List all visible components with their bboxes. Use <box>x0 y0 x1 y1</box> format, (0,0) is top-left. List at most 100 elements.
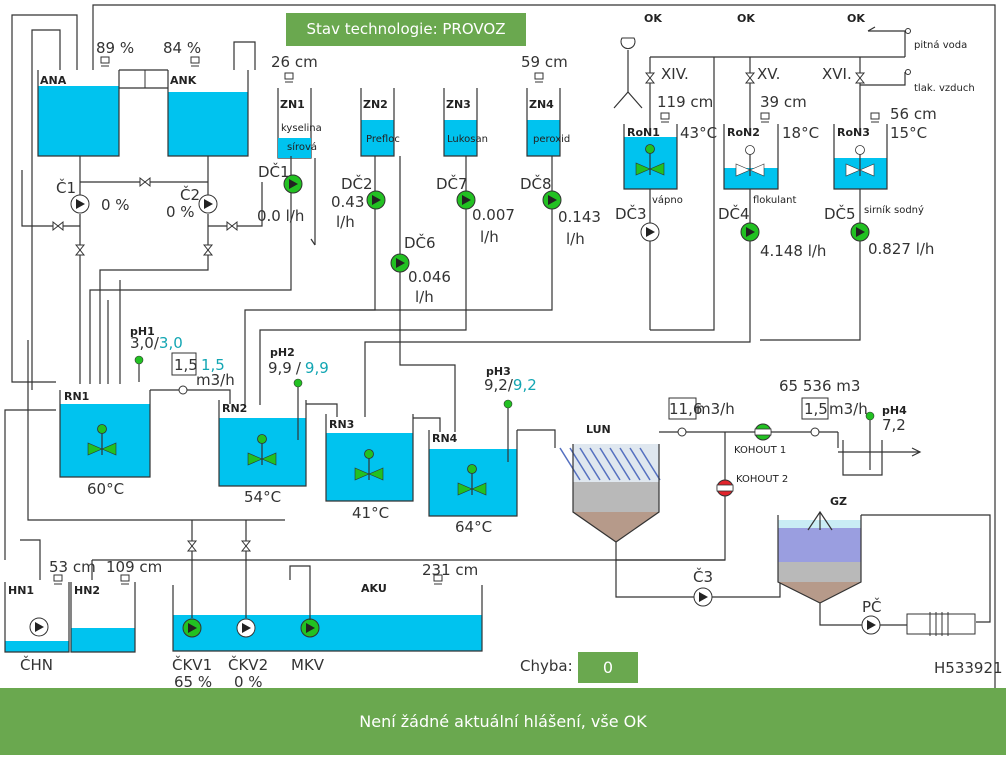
process-scheme: 89 % 84 % ANA ANK Č1 0 % Č2 0 % 26 cm 59… <box>4 4 996 690</box>
gz-name: GZ <box>830 495 847 508</box>
dc7-flow-1: 0.007 <box>472 206 515 224</box>
ron1-content: vápno <box>652 194 683 206</box>
c2-value: 0 % <box>166 203 195 221</box>
ron2-name: RoN2 <box>727 126 760 139</box>
flow-lun-unit: m3/h <box>696 400 735 418</box>
dc8-flow-1: 0.143 <box>558 208 601 226</box>
rn4-name: RN4 <box>432 432 458 445</box>
c2-name: Č2 <box>180 185 200 204</box>
dc3-name: DČ3 <box>615 204 647 223</box>
ok-label-2: OK <box>737 12 755 25</box>
dc7-name: DČ7 <box>436 174 468 193</box>
valve-xv: XV. <box>757 65 780 83</box>
aku-name: AKU <box>361 582 387 595</box>
dc1-flow: 0.0 l/h <box>257 207 304 225</box>
dc8-name: DČ8 <box>520 174 552 193</box>
dc7-flow-2: l/h <box>480 228 499 246</box>
rn1-name: RN1 <box>64 390 89 403</box>
ph2-name: pH2 <box>270 346 295 359</box>
ron1-level: 119 cm <box>657 93 713 111</box>
ph4-name: pH4 <box>882 404 907 417</box>
ok-label-3: OK <box>847 12 865 25</box>
dc2-flow-1: 0.43 <box>331 193 364 211</box>
error-label: Chyba: <box>520 657 573 675</box>
zn4-name: ZN4 <box>529 98 554 111</box>
aku-level: 231 cm <box>422 561 478 579</box>
valve-xiv: XIV. <box>661 65 689 83</box>
ana-level: 89 % <box>96 39 134 57</box>
dc1-name: DČ1 <box>258 162 290 181</box>
ph1-name: pH1 <box>130 325 155 338</box>
ron2-content: flokulant <box>753 195 796 206</box>
ank-level: 84 % <box>163 39 201 57</box>
kohout-2-label: KOHOUT 2 <box>736 474 788 485</box>
rn2-temp: 54°C <box>244 488 281 506</box>
flow-out-unit: m3/h <box>829 400 868 418</box>
flow-rn1-value: 1,5 <box>174 356 198 374</box>
hn2-level: 109 cm <box>106 558 162 576</box>
ron3-level: 56 cm <box>890 105 937 123</box>
hn2-name: HN2 <box>74 584 100 597</box>
message-bar: Není žádné aktuální hlášení, vše OK <box>0 688 1006 755</box>
ph3-name: pH3 <box>486 365 511 378</box>
dc8-flow-2: l/h <box>566 230 585 248</box>
technology-status-bar: Stav technologie: PROVOZ <box>286 13 526 46</box>
dc4-name: DČ4 <box>718 204 750 223</box>
kohout-1-label: KOHOUT 1 <box>734 445 786 456</box>
c1-name: Č1 <box>56 178 76 197</box>
ckv1-name: ČKV1 <box>172 655 212 674</box>
rn3-temp: 41°C <box>352 504 389 522</box>
zn1-level: 26 cm <box>271 53 318 71</box>
dc2-flow-2: l/h <box>336 213 355 231</box>
rn3-name: RN3 <box>329 418 354 431</box>
hn1-level: 53 cm <box>49 558 96 576</box>
dc6-flow-2: l/h <box>415 288 434 306</box>
zn1-content-1: kyselina <box>281 123 322 134</box>
zn1-name: ZN1 <box>280 98 305 111</box>
rn1-temp: 60°C <box>87 480 124 498</box>
flow-rn1-setpoint: 1,5 <box>201 356 225 374</box>
zn4-level: 59 cm <box>521 53 568 71</box>
valve-xvi: XVI. <box>822 65 852 83</box>
ph4-actual: 7,2 <box>882 416 906 434</box>
ckv1-value: 65 % <box>174 673 212 690</box>
ron1-name: RoN1 <box>627 126 660 139</box>
ok-label-1: OK <box>644 12 662 25</box>
ank-name: ANK <box>170 74 197 87</box>
zn1-content-2: sírová <box>287 141 317 153</box>
error-count[interactable]: 0 <box>578 652 638 683</box>
dc5-flow: 0.827 l/h <box>868 240 934 258</box>
ron3-temp: 15°C <box>890 124 927 142</box>
dc6-flow-1: 0.046 <box>408 268 451 286</box>
ron3-name: RoN3 <box>837 126 870 139</box>
ph2-readout: 9,9/9,9 <box>268 359 329 377</box>
mkv-name: MKV <box>291 656 325 674</box>
dc2-name: DČ2 <box>341 174 373 193</box>
ckv2-value: 0 % <box>234 673 263 690</box>
flow-lun-value: 11,6 <box>669 400 702 418</box>
chn-name: ČHN <box>20 655 53 674</box>
ron2-temp: 18°C <box>782 124 819 142</box>
ana-name: ANA <box>40 74 67 87</box>
ckv2-name: ČKV2 <box>228 655 268 674</box>
zn2-name: ZN2 <box>363 98 388 111</box>
rn2-name: RN2 <box>222 402 247 415</box>
ph1-readout: 3,0/3,0 <box>130 334 183 352</box>
c1-value: 0 % <box>101 196 130 214</box>
dc6-name: DČ6 <box>404 233 436 252</box>
device-code: H533921 <box>934 659 1003 677</box>
dc4-flow: 4.148 l/h <box>760 242 826 260</box>
zn3-content: Lukosan <box>447 134 488 145</box>
supply-water: pitná voda <box>914 39 967 51</box>
rn4-temp: 64°C <box>455 518 492 536</box>
zn2-content: Prefloc <box>366 134 400 145</box>
dc5-name: DČ5 <box>824 204 856 223</box>
pc-name: PČ <box>862 597 882 616</box>
zn4-content: peroxid <box>533 134 570 145</box>
zn3-name: ZN3 <box>446 98 471 111</box>
ron1-temp: 43°C <box>680 124 717 142</box>
supply-air: tlak. vzduch <box>914 83 975 94</box>
ron2-level: 39 cm <box>760 93 807 111</box>
flow-out-value: 1,5 <box>804 400 828 418</box>
hn1-name: HN1 <box>8 584 34 597</box>
